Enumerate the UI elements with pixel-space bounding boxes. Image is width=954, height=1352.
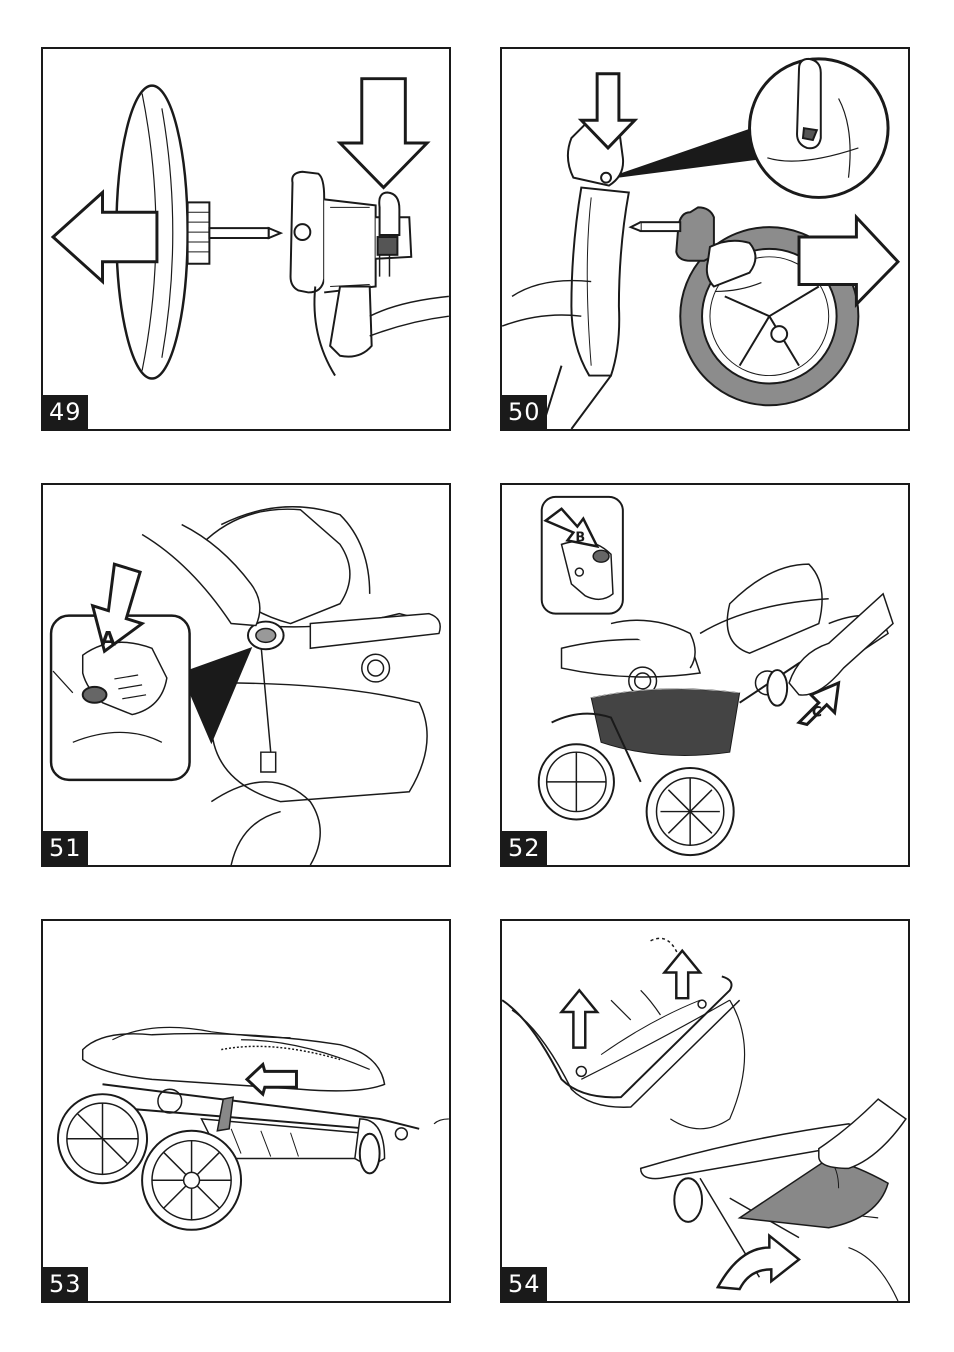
callout-label-b: B	[575, 530, 585, 545]
callout-label-a: A	[101, 627, 117, 650]
fold-step-collapse-illustration: B C	[502, 485, 908, 865]
folded-stroller-illustration	[43, 921, 449, 1301]
figure-panel-51: A 51	[41, 483, 451, 867]
panel-number: 50	[502, 395, 547, 429]
panel-number: 49	[43, 395, 88, 429]
seat-cover-removal-illustration	[502, 921, 908, 1301]
panel-number: 52	[502, 831, 547, 865]
panel-number: 51	[43, 831, 88, 865]
figure-panel-53: 53	[41, 919, 451, 1303]
wheel-removal-illustration	[43, 49, 449, 429]
figure-panel-49: 49	[41, 47, 451, 431]
figure-panel-52: B C 52	[500, 483, 910, 867]
panel-number: 54	[502, 1267, 547, 1301]
fold-step-release-illustration: A	[43, 485, 449, 865]
callout-label-c: C	[812, 705, 822, 721]
front-wheel-removal-illustration	[502, 49, 908, 429]
figure-panel-54: 54	[500, 919, 910, 1303]
figure-panel-50: 50	[500, 47, 910, 431]
panel-number: 53	[43, 1267, 88, 1301]
